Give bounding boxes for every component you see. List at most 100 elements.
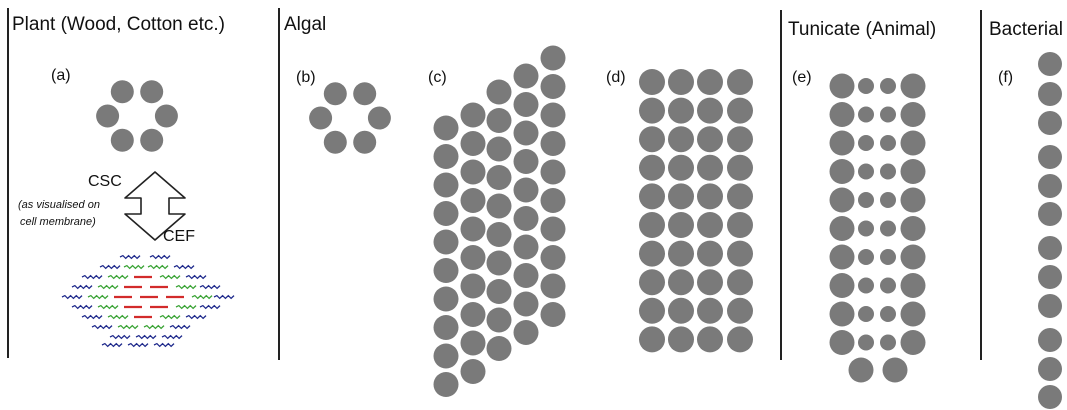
particle xyxy=(541,103,566,128)
small-particle xyxy=(880,221,896,237)
particle xyxy=(1038,174,1062,198)
particle xyxy=(727,212,753,238)
particle-array-d xyxy=(639,69,753,352)
particle xyxy=(727,326,753,352)
particle xyxy=(901,330,926,355)
particle xyxy=(514,292,539,317)
particle xyxy=(901,102,926,127)
label-cef: CEF xyxy=(163,228,195,245)
chain-wave xyxy=(214,296,234,299)
particle-array-c xyxy=(434,46,566,398)
particle xyxy=(487,336,512,361)
chain-wave xyxy=(150,256,170,259)
particle xyxy=(830,131,855,156)
chain-wave xyxy=(98,286,118,289)
small-particle xyxy=(880,78,896,94)
particle xyxy=(901,159,926,184)
small-particle xyxy=(858,221,874,237)
particle xyxy=(830,302,855,327)
particle xyxy=(514,121,539,146)
particle xyxy=(434,372,459,397)
particle xyxy=(727,298,753,324)
particle xyxy=(487,279,512,304)
particle xyxy=(461,245,486,270)
particle xyxy=(639,212,665,238)
particle xyxy=(639,69,665,95)
panel-label-f: (f) xyxy=(998,69,1013,86)
particle xyxy=(830,102,855,127)
particle xyxy=(487,165,512,190)
particle xyxy=(727,269,753,295)
particle xyxy=(461,302,486,327)
particle xyxy=(830,159,855,184)
cellulose-chain-bundle xyxy=(62,256,234,347)
particle xyxy=(514,149,539,174)
rosette-particle xyxy=(324,82,347,105)
particle xyxy=(697,212,723,238)
chain-wave xyxy=(92,326,112,329)
chain-wave xyxy=(186,276,206,279)
chain-wave xyxy=(160,276,180,279)
particle xyxy=(901,131,926,156)
particle xyxy=(639,155,665,181)
particle xyxy=(830,245,855,270)
chain-wave xyxy=(200,306,220,309)
rosette-a xyxy=(96,80,178,151)
particle xyxy=(901,273,926,298)
chain-wave xyxy=(110,336,130,339)
chain-wave xyxy=(192,296,212,299)
rosette-particle xyxy=(324,131,347,154)
particle xyxy=(434,116,459,141)
particle xyxy=(697,326,723,352)
particle xyxy=(434,173,459,198)
particle xyxy=(541,302,566,327)
particle xyxy=(514,178,539,203)
particle xyxy=(668,298,694,324)
particle xyxy=(487,80,512,105)
particle xyxy=(541,46,566,71)
particle xyxy=(487,108,512,133)
small-particle xyxy=(858,278,874,294)
chain-wave xyxy=(144,326,164,329)
particle xyxy=(830,188,855,213)
chain-wave xyxy=(160,316,180,319)
panel-label-b: (b) xyxy=(296,69,316,86)
particle xyxy=(901,188,926,213)
rosette-particle xyxy=(309,107,332,130)
chain-wave xyxy=(102,344,122,347)
chain-wave xyxy=(186,316,206,319)
particle xyxy=(514,320,539,345)
chain-wave xyxy=(100,266,120,269)
note-line-2: cell membrane) xyxy=(20,216,96,228)
chain-wave xyxy=(108,316,128,319)
small-particle xyxy=(880,306,896,322)
particle xyxy=(1038,82,1062,106)
rosette-particle xyxy=(111,129,134,152)
particle xyxy=(668,212,694,238)
particle xyxy=(830,330,855,355)
particle xyxy=(639,298,665,324)
heading-algal: Algal xyxy=(284,14,326,35)
particle xyxy=(668,183,694,209)
small-particle xyxy=(880,335,896,351)
chain-wave xyxy=(118,326,138,329)
particle xyxy=(727,126,753,152)
chain-wave xyxy=(128,344,148,347)
small-particle xyxy=(858,192,874,208)
particle xyxy=(668,269,694,295)
particle xyxy=(487,251,512,276)
particle xyxy=(697,98,723,124)
particle xyxy=(461,274,486,299)
particle xyxy=(514,206,539,231)
small-particle xyxy=(880,164,896,180)
rosette-particle xyxy=(155,105,178,128)
chain-wave xyxy=(72,306,92,309)
particle xyxy=(639,98,665,124)
particle xyxy=(883,358,908,383)
particle xyxy=(487,137,512,162)
particle xyxy=(727,241,753,267)
particle xyxy=(1038,111,1062,135)
particle xyxy=(514,263,539,288)
chain-wave xyxy=(162,336,182,339)
particle xyxy=(901,216,926,241)
